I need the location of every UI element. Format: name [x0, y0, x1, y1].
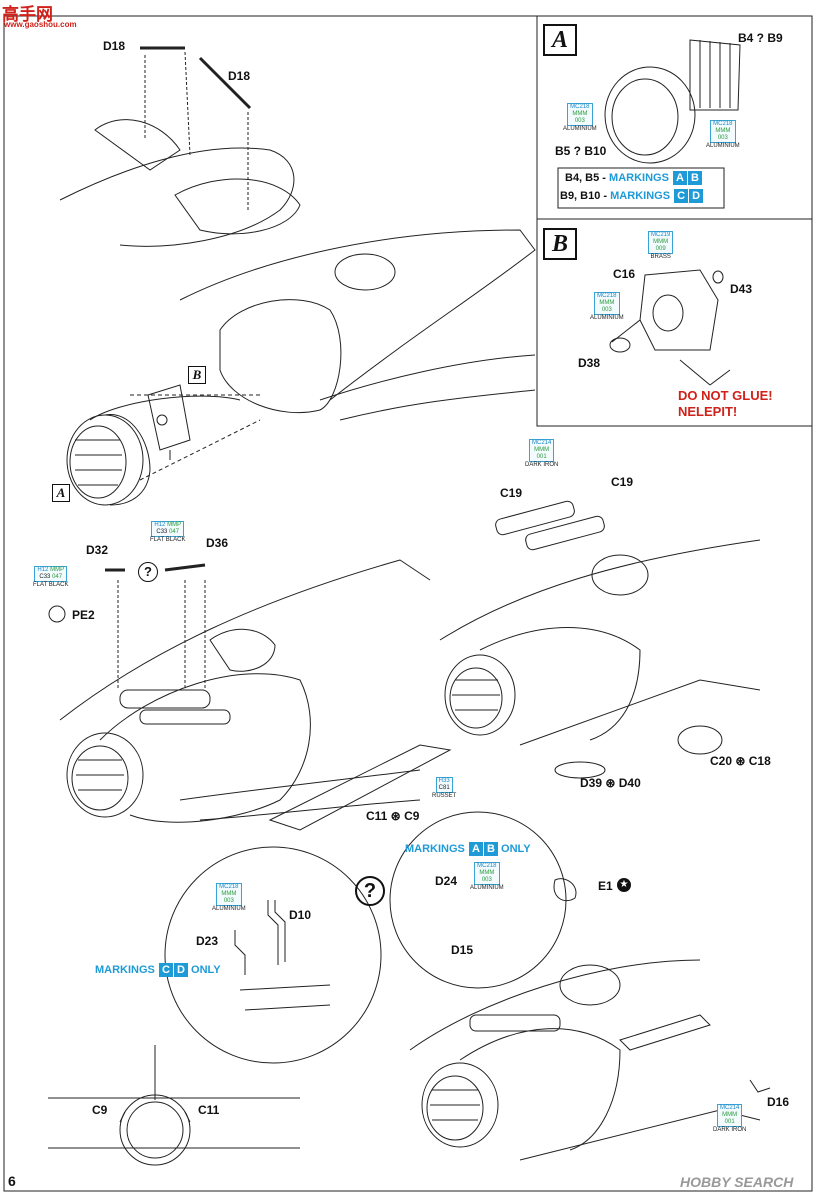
question-icon-large: ?	[355, 876, 385, 906]
label-d18-a: D18	[103, 39, 126, 53]
watermark-title: 高手网	[2, 5, 53, 24]
ref-b: B	[188, 366, 206, 384]
label-d24: D24	[435, 874, 458, 888]
page-number: 6	[8, 1173, 16, 1189]
panel-b-letter: B	[543, 228, 577, 260]
label-c11-c9: C11 ⊛ C9	[366, 809, 420, 823]
detail-circle-left	[164, 846, 382, 1064]
panel-a-cowl	[604, 39, 741, 164]
ref-a: A	[52, 484, 70, 502]
label-c9: C9	[92, 1103, 108, 1117]
panel-a-markings-box	[557, 167, 725, 209]
question-icon: ?	[138, 562, 158, 582]
firewall-b	[147, 384, 191, 460]
label-d39-d40: D39 ⊛ D40	[580, 776, 641, 790]
star-icon: ★	[617, 878, 631, 892]
watermark-hobby-search: HOBBY SEARCH	[680, 1174, 794, 1190]
label-d43: D43	[730, 282, 753, 296]
panel-b-firewall	[609, 269, 731, 386]
tail-assembly	[59, 46, 301, 247]
label-b5-b10: B5 ? B10	[555, 144, 607, 158]
front-view	[48, 1045, 300, 1166]
warning-nelepit: NELEPIT!	[678, 404, 738, 419]
page-frame	[3, 15, 813, 1192]
label-e1: E1	[598, 879, 613, 893]
exhaust-parts	[234, 900, 331, 1011]
label-c11: C11	[198, 1103, 220, 1117]
label-c20-c18: C20 ⊛ C18	[710, 754, 771, 768]
fuselage-guns-right	[439, 500, 761, 779]
detail-circle-right	[389, 811, 567, 989]
label-d23: D23	[196, 934, 219, 948]
label-c19-a: C19	[500, 486, 523, 500]
label-d32: D32	[86, 543, 109, 557]
label-c16: C16	[613, 267, 636, 281]
label-d15: D15	[451, 943, 474, 957]
fuselage-top	[89, 229, 536, 421]
cowling-a	[66, 414, 151, 506]
label-d16: D16	[767, 1095, 790, 1109]
label-pe2: PE2	[72, 608, 95, 622]
fuselage-guns	[48, 559, 452, 831]
label-d10: D10	[289, 908, 312, 922]
label-c19-b: C19	[611, 475, 634, 489]
label-d36: D36	[206, 536, 229, 550]
label-b4-b9: B4 ? B9	[738, 31, 783, 45]
label-d38: D38	[578, 356, 601, 370]
watermark-url: www.gaoshou.com	[4, 20, 77, 29]
panel-b-box	[536, 218, 813, 427]
panel-a-letter: A	[543, 24, 577, 56]
label-d18-b: D18	[228, 69, 251, 83]
warning-do-not-glue: DO NOT GLUE!	[678, 388, 773, 403]
